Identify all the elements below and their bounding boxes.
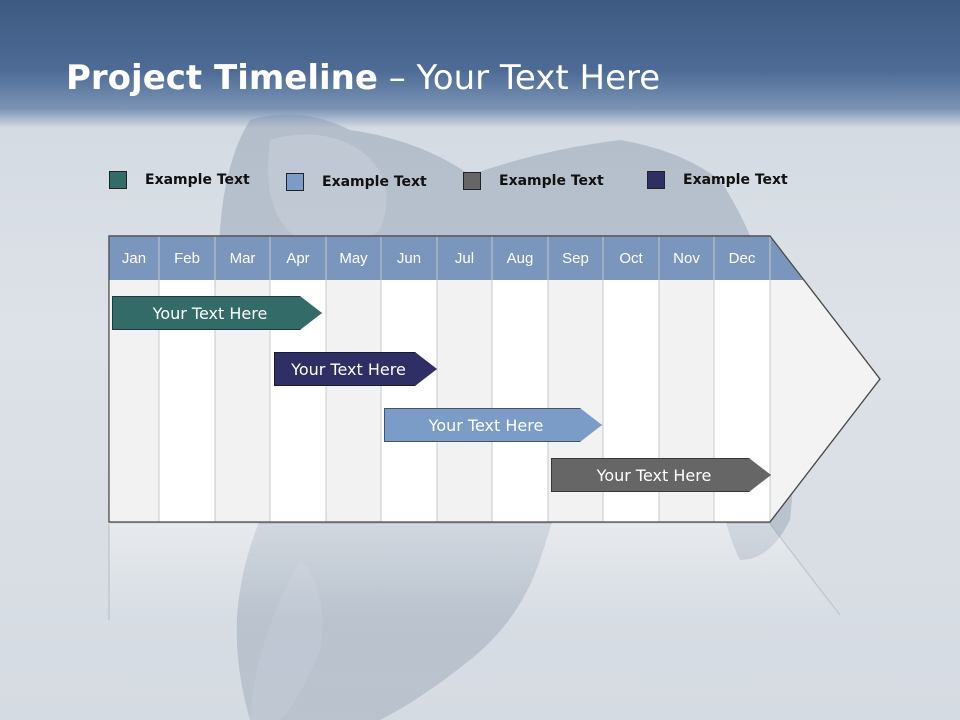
task-bar-1: Your Text Here bbox=[112, 296, 322, 330]
month-column-jun bbox=[381, 280, 437, 522]
task-bar-2: Your Text Here bbox=[274, 352, 437, 386]
header-band bbox=[0, 0, 960, 128]
legend-swatch-2 bbox=[286, 173, 304, 191]
legend-swatch-1 bbox=[109, 171, 127, 189]
month-label-oct: Oct bbox=[619, 249, 643, 267]
month-label-sep: Sep bbox=[562, 249, 589, 267]
legend-swatch-3 bbox=[463, 172, 481, 190]
month-column-jul bbox=[437, 280, 492, 522]
month-column-aug bbox=[492, 280, 548, 522]
legend-item-4: Example Text bbox=[647, 170, 788, 190]
legend-label-2: Example Text bbox=[322, 174, 427, 190]
month-label-nov: Nov bbox=[673, 249, 700, 267]
page-title: Project Timeline – Your Text Here bbox=[66, 58, 661, 98]
arrow-reflection bbox=[109, 524, 840, 620]
task-bar-4: Your Text Here bbox=[551, 458, 771, 492]
month-label-dec: Dec bbox=[728, 249, 756, 267]
task-bar-1-label: Your Text Here bbox=[152, 303, 268, 323]
month-label-jul: Jul bbox=[454, 249, 475, 267]
legend-label-4: Example Text bbox=[683, 172, 788, 188]
task-bar-2-label: Your Text Here bbox=[291, 359, 406, 379]
month-label-may: May bbox=[339, 249, 368, 267]
month-header-band bbox=[109, 236, 803, 280]
month-column-may bbox=[326, 280, 381, 522]
legend-swatch-4 bbox=[647, 171, 665, 189]
task-bar-3: Your Text Here bbox=[384, 408, 602, 442]
legend-item-2: Example Text bbox=[286, 172, 427, 192]
month-label-mar: Mar bbox=[229, 249, 256, 267]
legend-item-1: Example Text bbox=[109, 170, 250, 190]
legend-label-3: Example Text bbox=[499, 173, 604, 189]
month-label-jan: Jan bbox=[121, 249, 147, 267]
month-label-feb: Feb bbox=[174, 249, 200, 267]
legend-item-3: Example Text bbox=[463, 171, 604, 191]
month-label-apr: Apr bbox=[286, 249, 310, 267]
month-label-aug: Aug bbox=[506, 249, 534, 267]
month-label-jun: Jun bbox=[396, 249, 422, 267]
legend-label-1: Example Text bbox=[145, 172, 250, 188]
task-bar-3-label: Your Text Here bbox=[428, 415, 544, 435]
task-bar-4-label: Your Text Here bbox=[596, 465, 712, 485]
